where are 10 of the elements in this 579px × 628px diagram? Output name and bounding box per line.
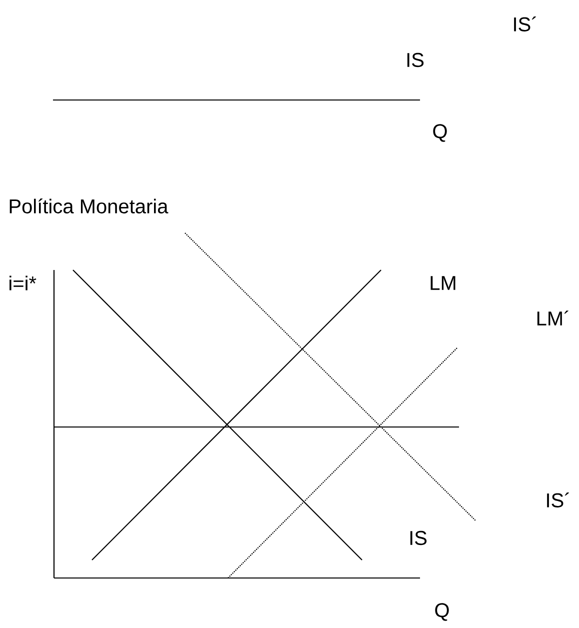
- curve-label: IS: [410, 530, 427, 546]
- axis-label: i=i*: [10, 276, 36, 290]
- curve-label: LM: [430, 276, 456, 290]
- curve-label: IS: [407, 52, 424, 68]
- section-heading: Política Monetaria: [10, 198, 168, 214]
- curve-label: LM´: [537, 310, 568, 326]
- axis-label: Q: [433, 124, 447, 142]
- curve-label: IS´: [514, 16, 536, 32]
- axis-label: Q: [435, 603, 449, 621]
- curve-label: IS´: [547, 492, 569, 508]
